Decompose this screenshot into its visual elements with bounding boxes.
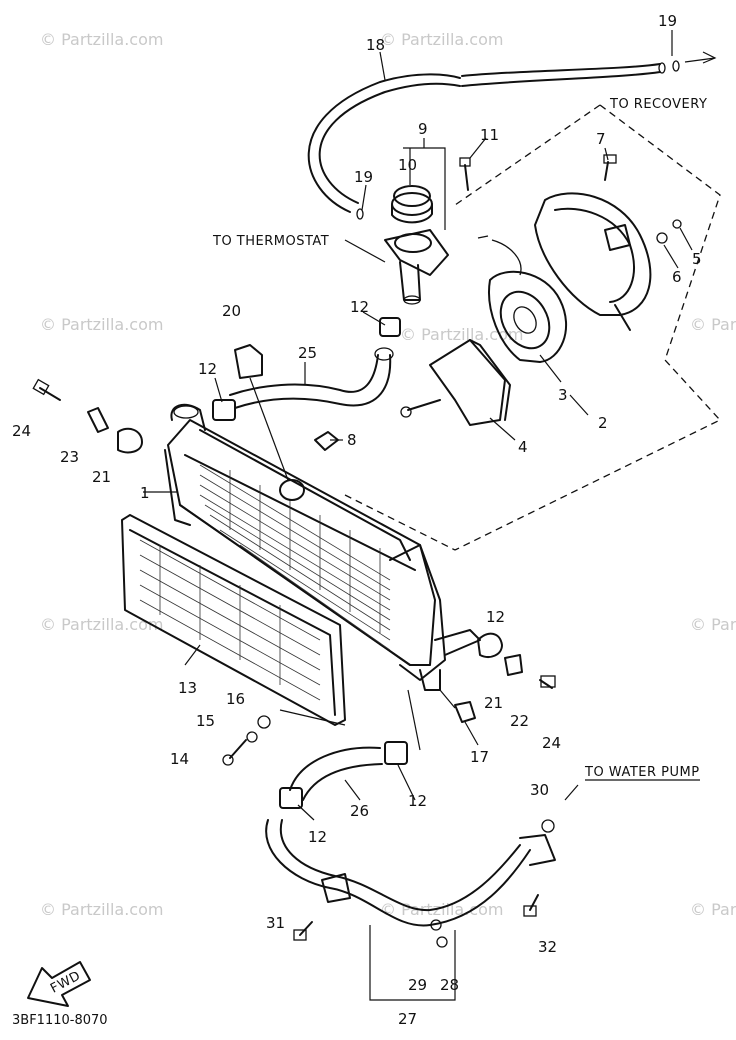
callout-number: 19: [354, 168, 373, 186]
callout-number: 1: [140, 484, 150, 502]
callout-number: 9: [418, 120, 428, 138]
watermark: © Partzilla.com: [380, 900, 503, 919]
bracket: [314, 431, 339, 451]
callout-number: 25: [298, 344, 317, 362]
callout-number: 15: [196, 712, 215, 730]
callout-number: 2: [598, 414, 608, 432]
hose-25: [212, 317, 401, 421]
watermarks: © Partzilla.com © Partzilla.com © Partzi…: [40, 30, 736, 919]
callout-number: 18: [366, 36, 385, 54]
watermark: © Partzilla.com: [690, 900, 736, 919]
callout-number: 12: [350, 298, 369, 316]
fan-assembly: [344, 104, 722, 551]
callout-number: 29: [408, 976, 427, 994]
callout-number: 7: [596, 130, 606, 148]
callout-number: 6: [672, 268, 682, 286]
watermark: © Partzilla.com: [400, 325, 523, 344]
callout-number: 24: [12, 422, 31, 440]
radiator-guard: [121, 514, 346, 726]
callout-number: 11: [480, 126, 499, 144]
hose-26: [279, 741, 408, 809]
callout-number: 24: [542, 734, 561, 752]
callout-number: 3: [558, 386, 568, 404]
watermark: © Partzilla.com: [40, 615, 163, 634]
callout-number: 16: [226, 690, 245, 708]
callout-number: 12: [308, 828, 327, 846]
callout-number: 26: [350, 802, 369, 820]
radiator-cap: [234, 344, 289, 481]
note-to-thermostat: TO THERMOSTAT: [212, 234, 329, 249]
callout-numbers: 1 2 3 4 5 6 7 8 9 10 11 12 12 12 12 12 1…: [12, 12, 702, 1028]
callout-number: 12: [198, 360, 217, 378]
watermark: © Partzilla.com: [40, 900, 163, 919]
callout-number: 14: [170, 750, 189, 768]
callout-number: 19: [658, 12, 677, 30]
callout-number: 23: [60, 448, 79, 466]
callout-number: 5: [692, 250, 702, 268]
callout-number: 4: [518, 438, 528, 456]
watermark: © Partzilla.com: [690, 615, 736, 634]
callout-leaders: [143, 51, 693, 821]
right-mount: [454, 632, 556, 723]
radiator: [164, 403, 481, 691]
callout-number: 20: [222, 302, 241, 320]
filler-neck: [356, 157, 471, 305]
watermark: © Partzilla.com: [690, 315, 736, 334]
callout-number: 10: [398, 156, 417, 174]
note-to-recovery: TO RECOVERY: [609, 97, 707, 112]
callout-number: 17: [470, 748, 489, 766]
recovery-hose: [307, 30, 717, 213]
callout-number: 32: [538, 938, 557, 956]
water-pipe: [265, 819, 556, 1001]
callout-number: 28: [440, 976, 459, 994]
callout-number: 22: [510, 712, 529, 730]
callout-number: 12: [486, 608, 505, 626]
watermark: © Partzilla.com: [40, 315, 163, 334]
callout-number: 12: [408, 792, 427, 810]
watermark: © Partzilla.com: [40, 30, 163, 49]
watermark: © Partzilla.com: [380, 30, 503, 49]
callout-number: 27: [398, 1010, 417, 1028]
note-to-water-pump: TO WATER PUMP: [584, 765, 700, 780]
callout-number: 8: [347, 431, 357, 449]
callout-number: 13: [178, 679, 197, 697]
fwd-arrow-icon: FWD: [27, 961, 91, 1007]
diagram-code: 3BF1110-8070: [12, 1013, 108, 1028]
guard-fasteners: [222, 709, 346, 766]
callout-number: 21: [484, 694, 503, 712]
callout-number: 21: [92, 468, 111, 486]
callout-number: 30: [530, 781, 549, 799]
left-mount: [32, 378, 143, 454]
callout-number: 31: [266, 914, 285, 932]
